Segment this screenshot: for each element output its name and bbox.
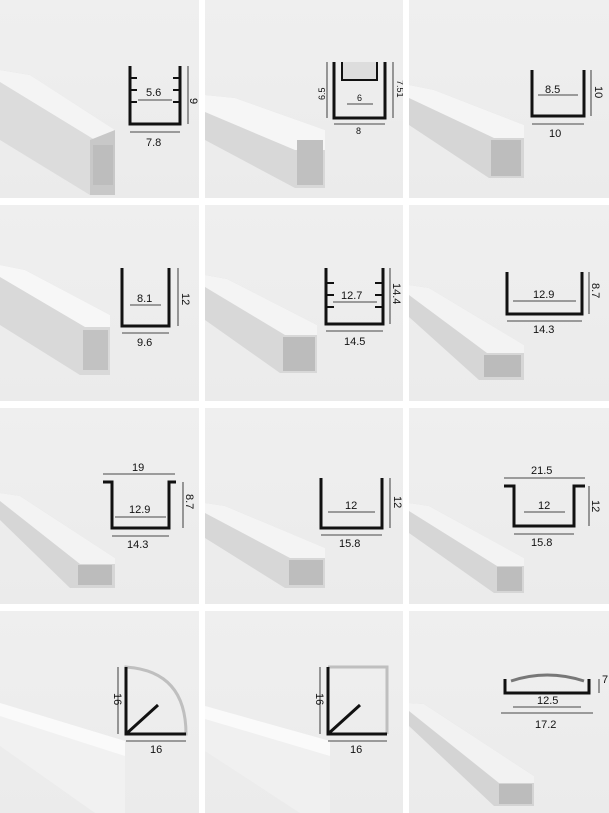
profile-photo-7: 19 12.9 14.3 8.7 [0, 462, 195, 588]
p1-outer-width: 7.8 [146, 137, 161, 149]
p2-height-right: 7.51 [395, 80, 403, 98]
p10-width: 16 [150, 744, 162, 756]
profile-cell-3: 8.5 10 10 [409, 0, 609, 198]
profile-photo-12: 12.5 17.2 7 [409, 673, 608, 806]
p8-height: 12 [391, 496, 403, 508]
profile-cell-4: 8.1 9.6 12 [0, 205, 199, 401]
profile-photo-8: 12 15.8 12 [205, 478, 403, 588]
profile-photo-10: 16 16 [0, 665, 188, 813]
p7-height: 8.7 [183, 494, 195, 509]
p3-outer-width: 10 [549, 128, 561, 140]
p4-height: 12 [179, 293, 191, 305]
p7-flange-width: 19 [132, 462, 144, 474]
p2-inner-width: 6 [357, 93, 362, 103]
p8-outer-width: 15.8 [339, 538, 360, 550]
profile-photo-3: 8.5 10 10 [409, 70, 604, 178]
p2-height-left: 6.5 [317, 87, 327, 100]
p4-outer-width: 9.6 [137, 337, 152, 349]
p12-height: 7 [602, 674, 608, 686]
profile-cell-12: 12.5 17.2 7 [409, 611, 609, 813]
p4-inner-width: 8.1 [137, 293, 152, 305]
p6-inner-width: 12.9 [533, 289, 554, 301]
profile-cell-6: 12.9 14.3 8.7 [409, 205, 609, 401]
profile-photo-11: 16 16 [205, 665, 389, 813]
profile-photo-1: 5.6 7.8 9 [0, 66, 199, 195]
p9-inner-width: 12 [538, 500, 550, 512]
p7-inner-width: 12.9 [129, 504, 150, 516]
profile-cell-2: 6 8 6.5 7.51 [205, 0, 403, 198]
p9-outer-width: 15.8 [531, 537, 552, 549]
profile-photo-4: 8.1 9.6 12 [0, 265, 191, 375]
profile-photo-6: 12.9 14.3 8.7 [409, 272, 601, 380]
profile-cell-11: 16 16 [205, 611, 403, 813]
p3-height: 10 [592, 86, 604, 98]
profile-cell-9: 21.5 12 15.8 12 [409, 408, 609, 604]
profile-cell-1: 5.6 7.8 9 [0, 0, 199, 198]
p12-inner-width: 12.5 [537, 695, 558, 707]
p6-height: 8.7 [589, 283, 601, 298]
p9-height: 12 [589, 500, 601, 512]
p7-outer-width: 14.3 [127, 539, 148, 551]
profile-cell-5: 12.7 14.5 14.4 [205, 205, 403, 401]
profile-cell-10: 16 16 [0, 611, 199, 813]
p3-inner-width: 8.5 [545, 84, 560, 96]
p2-outer-width: 8 [356, 126, 361, 136]
p1-height: 9 [187, 98, 199, 104]
profile-photo-9: 21.5 12 15.8 12 [409, 465, 601, 593]
profile-cell-7: 19 12.9 14.3 8.7 [0, 408, 199, 604]
p5-height: 14.4 [390, 283, 402, 304]
p5-outer-width: 14.5 [344, 336, 365, 348]
p9-flange-width: 21.5 [531, 465, 552, 477]
p11-height: 16 [313, 693, 325, 705]
p10-height: 16 [111, 693, 123, 705]
profile-cell-8: 12 15.8 12 [205, 408, 403, 604]
p6-outer-width: 14.3 [533, 324, 554, 336]
p8-inner-width: 12 [345, 500, 357, 512]
p11-width: 16 [350, 744, 362, 756]
profile-photo-5: 12.7 14.5 14.4 [205, 268, 402, 373]
p12-outer-width: 17.2 [535, 719, 556, 731]
profile-photo-2: 6 8 6.5 7.51 [205, 62, 403, 188]
p1-inner-width: 5.6 [146, 87, 161, 99]
p5-inner-width: 12.7 [341, 290, 362, 302]
